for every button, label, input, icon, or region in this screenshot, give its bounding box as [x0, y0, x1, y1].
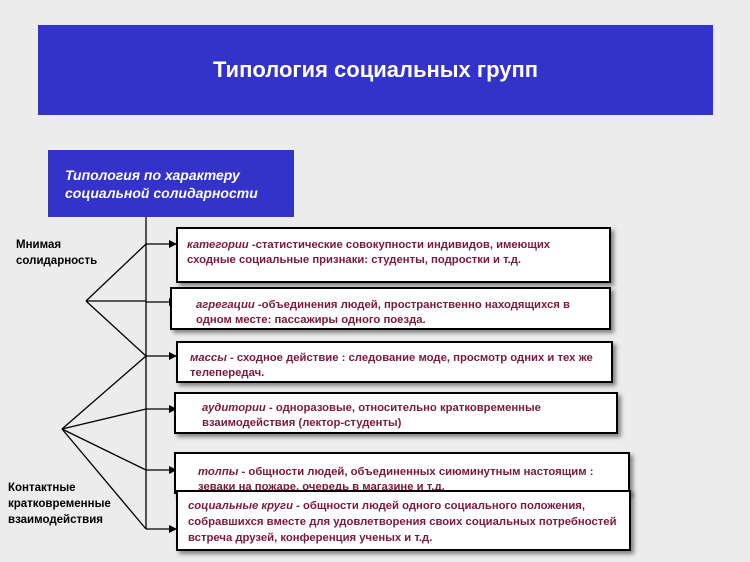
item-crowds: толпы - общности людей, объединенных сию… [174, 452, 630, 494]
contact-fan-line-2 [61, 408, 147, 430]
page-title: Типология социальных групп [212, 57, 539, 82]
desc-aggregations: -объединения людей, пространственно нахо… [196, 299, 570, 326]
desc-categories: -статистические совокупности индивидов, … [187, 239, 551, 266]
desc-crowds: - общности людей, объединенных сиюминутн… [198, 466, 594, 493]
contact-interactions-label: Контактные кратковременные взаимодействи… [8, 480, 111, 528]
term-categories: категории [187, 239, 249, 251]
term-masses: массы [190, 352, 227, 364]
imaginary-label-line2: солидарность [16, 255, 98, 267]
term-crowds: толпы [198, 466, 239, 478]
imaginary-label-line1: Мнимая [16, 239, 62, 251]
imaginary-fan-line-1 [85, 243, 147, 302]
item-masses: массы - сходное действие : следование мо… [176, 341, 613, 383]
desc-masses: - сходное действие : следование моде, пр… [190, 352, 593, 379]
contact-label-line1: Контактные [8, 482, 76, 494]
desc-audiences: - одноразовые, относительно кратковремен… [202, 402, 541, 429]
imaginary-fan-line-3 [85, 300, 147, 357]
imaginary-solidarity-label: Мнимая солидарность [16, 237, 97, 269]
contact-label-line3: взаимодействия [8, 514, 103, 526]
term-aggregations: агрегации [196, 299, 255, 311]
desc-social-circles: - общности людей одного социального поло… [188, 500, 617, 544]
typology-header-box: Типология по характеру социальной солида… [48, 150, 294, 217]
term-audiences: аудитории [202, 402, 266, 414]
item-categories: категории -статистические совокупности и… [176, 227, 611, 283]
item-aggregations: агрегации -объединения людей, пространст… [170, 287, 611, 330]
contact-fan-line-3 [61, 428, 147, 471]
title-banner: Типология социальных групп [38, 25, 713, 115]
typology-header-line2: социальной солидарности [65, 185, 258, 201]
item-audiences: аудитории - одноразовые, относительно кр… [174, 392, 618, 434]
contact-fan-line-1 [61, 355, 147, 430]
contact-fan-line-4 [61, 428, 147, 530]
contact-label-line2: кратковременные [8, 498, 111, 510]
term-social-circles: социальные круги [188, 500, 293, 512]
item-social-circles: социальные круги - общности людей одного… [176, 490, 631, 551]
typology-header-line1: Типология по характеру [65, 167, 240, 183]
